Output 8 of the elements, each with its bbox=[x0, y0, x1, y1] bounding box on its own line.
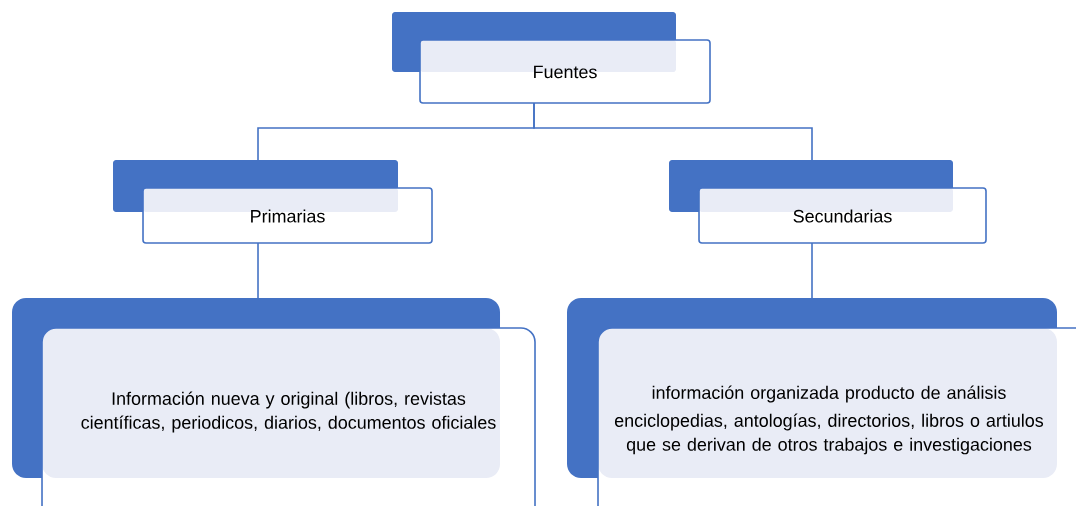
connector-line bbox=[257, 242, 259, 299]
process-box: Secundarias bbox=[669, 160, 987, 244]
description-box: Información nueva y original (libros, revistas científicas, periodicos, diarios, documentos oficiales bbox=[12, 298, 536, 506]
process-box: Primarias bbox=[113, 160, 433, 244]
connector-line bbox=[811, 242, 813, 299]
connector-line bbox=[533, 102, 813, 161]
description-box: información organizada producto de análisis enciclopedias, antologías, directorios, libros o artiulos que se derivan de otros trabajos e investigaciones bbox=[567, 298, 1076, 506]
process-box: Fuentes bbox=[392, 12, 711, 104]
